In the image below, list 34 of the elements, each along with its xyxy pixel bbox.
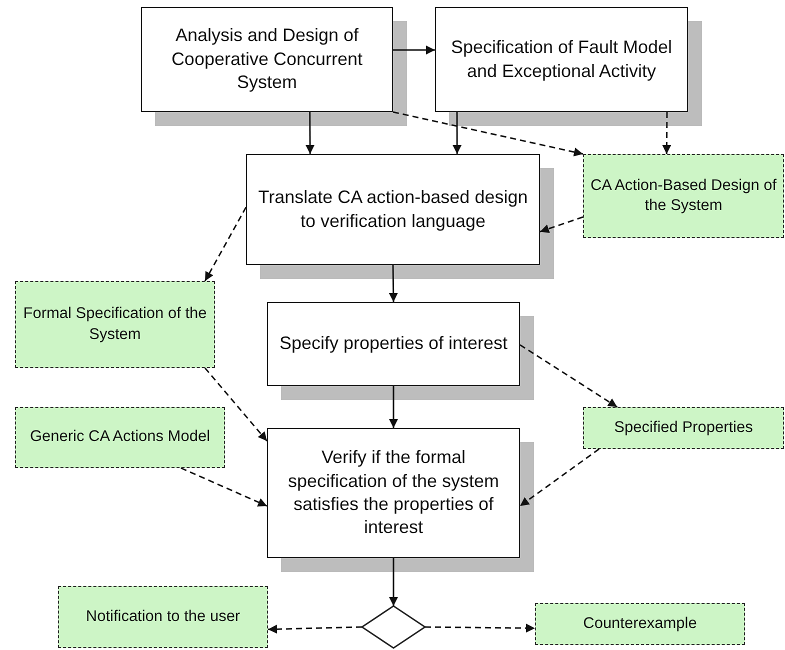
- arrow: [389, 558, 398, 606]
- data-box: [15, 407, 225, 468]
- data-box: [583, 407, 784, 449]
- arrow: [520, 344, 618, 408]
- arrow: [204, 368, 268, 442]
- arrow: [540, 216, 584, 234]
- arrow: [520, 448, 600, 507]
- data-box: [535, 603, 745, 645]
- box-label: Specification of Fault Model and Exceptional Activity: [450, 36, 674, 83]
- arrow: [452, 112, 462, 154]
- arrow: [388, 264, 398, 302]
- data-box: [15, 281, 215, 368]
- box-label: Translate CA action-based design to verification language: [257, 186, 529, 233]
- box-label: Verify if the formal specification of the system satisfies the properties of interest: [286, 446, 500, 540]
- arrow: [392, 111, 584, 156]
- box-label: Formal Specification of the System: [22, 304, 208, 344]
- box-label: Generic CA Actions Model: [30, 427, 210, 448]
- arrow: [389, 386, 398, 428]
- arrow: [662, 112, 672, 154]
- diamond-shape: [362, 606, 425, 648]
- arrow: [268, 624, 362, 634]
- data-box: [58, 586, 268, 648]
- box-label: Specify properties of interest: [279, 332, 508, 356]
- arrow: [393, 46, 435, 55]
- box-label: Analysis and Design of Cooperative Concurrent System: [170, 24, 364, 94]
- arrow: [306, 112, 315, 154]
- arrow: [204, 206, 247, 282]
- box-label: Counterexample: [583, 614, 697, 634]
- box-label: Notification to the user: [86, 606, 240, 627]
- box-label: Specified Properties: [614, 418, 753, 438]
- box-label: CA Action-Based Design of the System: [590, 176, 777, 216]
- arrow: [180, 467, 268, 507]
- data-box: [583, 154, 784, 238]
- arrow: [425, 624, 535, 633]
